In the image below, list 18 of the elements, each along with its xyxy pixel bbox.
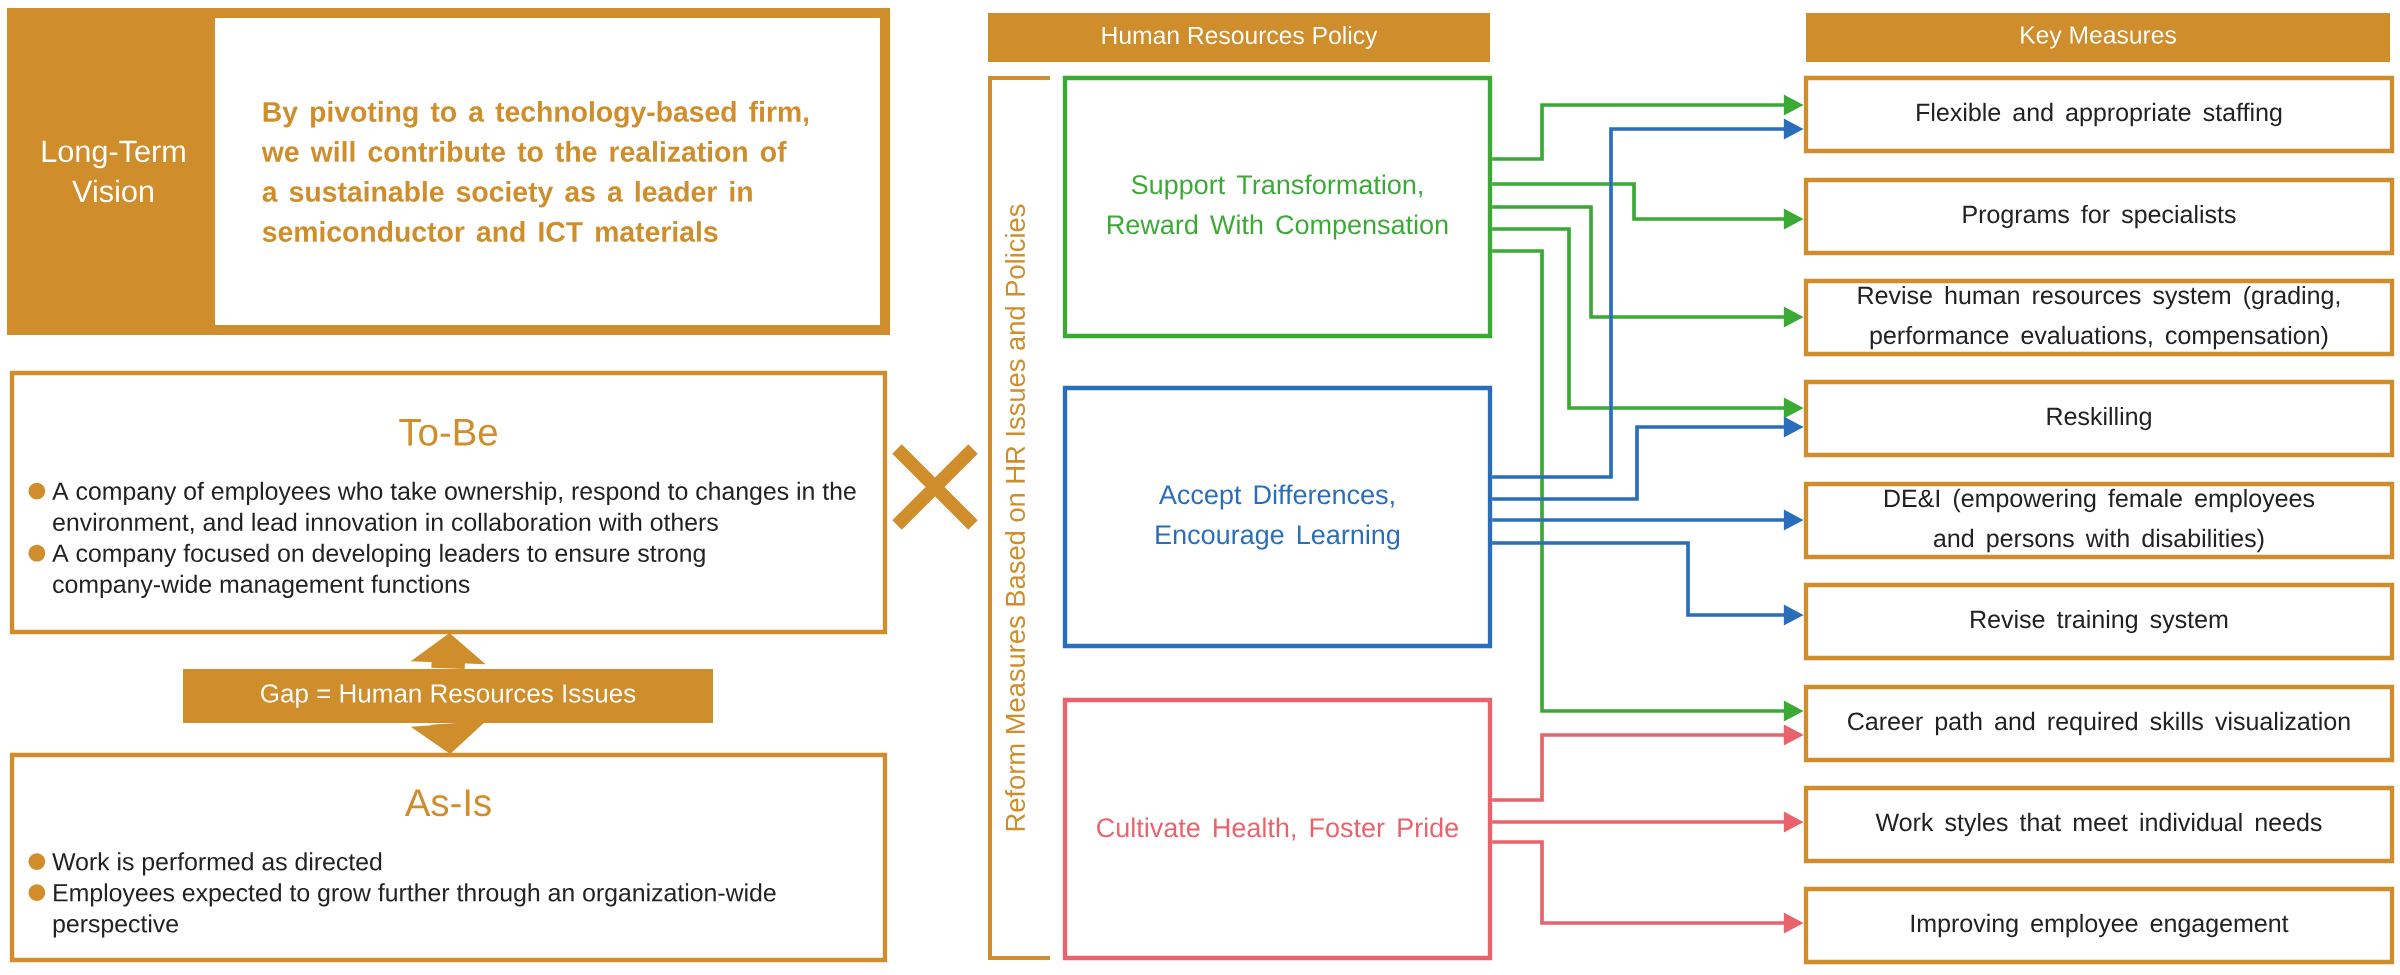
vision-box: Long-Term Vision By pivoting to a technology-based firm, we will contribute to the realization of a sustainable society as a leader in semiconductor and ICT materials: [7, 8, 890, 335]
measure-box: Programs for specialists: [1803, 177, 2395, 256]
policy-box: Support Transformation, Reward With Compensation: [1062, 75, 1493, 339]
measure-box: Revise training system: [1803, 582, 2395, 661]
policy-box: Cultivate Health, Foster Pride: [1062, 697, 1493, 961]
measure-box: Work styles that meet individual needs: [1803, 785, 2395, 864]
text-box: As-Is Work is performed as directed Employees expected to grow further through an organization-wide perspective: [9, 752, 888, 963]
text-box: To-Be A company of employees who take ownership, respond to changes in the environment, and lead innovation in collaboration with others A company focused on developing leaders to ensure strong company-wide management functions: [9, 370, 888, 635]
measure-box: Improving employee engagement: [1803, 886, 2395, 965]
measure-box: Revise human resources system (grading, performance evaluations, compensation): [1803, 278, 2395, 357]
vertical-label: Reform Measures Based on HR Issues and Policies: [1004, 204, 1026, 831]
measure-box: Career path and required skills visualization: [1803, 684, 2395, 763]
header-band: Key Measures: [1806, 13, 2390, 62]
measure-box: Flexible and appropriate staffing: [1803, 75, 2395, 154]
policy-box: Accept Differences, Encourage Learning: [1062, 385, 1493, 649]
measure-box: Reskilling: [1803, 379, 2395, 458]
measure-box: DE&I (empowering female employees and persons with disabilities): [1803, 481, 2395, 560]
header-band: Human Resources Policy: [988, 13, 1490, 62]
